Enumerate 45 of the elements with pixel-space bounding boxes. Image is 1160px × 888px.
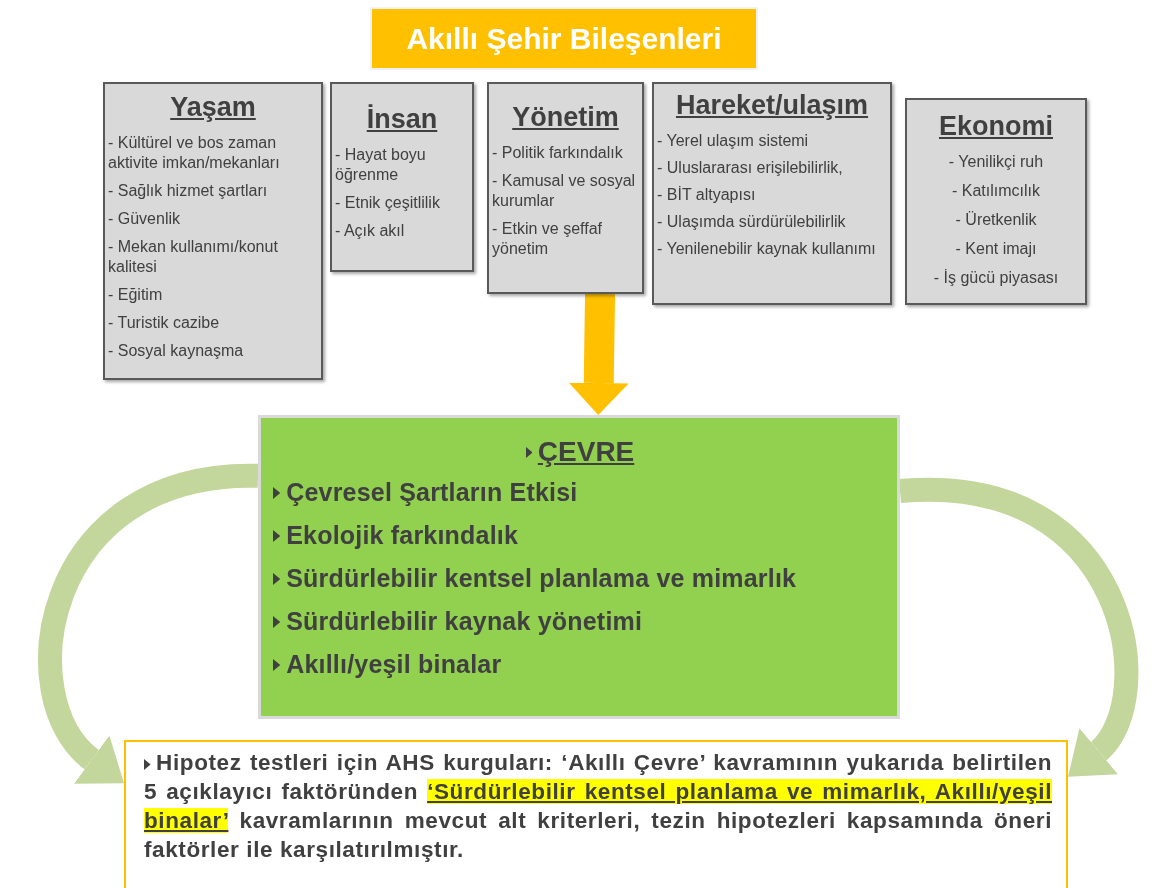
category-box [487,82,644,294]
list-item: - Etkin ve şeffaf yönetim [492,219,603,260]
list-item: - Politik farkındalık [492,143,624,164]
category-box [905,98,1087,305]
title: Akıllı Şehir Bileşenleri [406,21,722,56]
box-heading: Ekonomi [938,111,1054,143]
list-item: - Kent imajı [954,239,1038,260]
category-box [330,82,474,272]
list-item: - Turistik cazibe [108,313,221,334]
arrow [568,293,629,415]
title-box [370,7,758,70]
list-item: - Eğitim [108,285,164,306]
environment-box [258,415,900,719]
list-item: - Yerel ulaşım sistemi [657,131,810,152]
box-heading: İnsan [365,104,439,136]
list-item: - Üretkenlik [954,210,1038,231]
box-heading: Yaşam [169,92,257,124]
list-item: Çevresel Şartların Etkisi [286,478,578,507]
box-heading: Hareket/ulaşım [674,90,870,122]
list-item: Sürdürlebilir kentsel planlama ve mimarlık [286,564,797,593]
category-box [652,82,892,305]
list-item: - Yenilenebilir kaynak kullanımı [657,239,877,260]
list-item: - Kültürel ve bos zaman aktivite imkan/mekanları [108,133,281,174]
category-box [103,82,323,380]
list-item: - Kamusal ve sosyal kurumlar [492,171,637,212]
list-item: - Açık akıl [335,221,406,242]
note-text: Hipotez testleri için AHS kurguları: ‘Akıllı Çevre’ kavramının yukarıda belirtilen 5 açıklayıcı faktöründen ‘Sürdürlebilir kentsel planlama ve mimarlık, Akıllı/yeşil binalar’ kavramlarının mevcut alt kriterleri, tezin hipotezleri kapsamında öneri faktörler ile karşılatırılmıştır. [144,749,1052,864]
list-item: Akıllı/yeşil binalar [286,650,502,679]
list-item: - Hayat boyu öğrenme [335,145,427,186]
list-item: - Uluslararası erişilebilirlik, [657,158,844,179]
list-item: - Sosyal kaynaşma [108,341,245,362]
list-item: - Mekan kullanımı/konut kalitesi [108,237,279,278]
list-item: Ekolojik farkındalık [286,521,519,550]
list-item: - Etnik çeşitlilik [335,193,441,214]
box-heading: Yönetim [511,102,620,134]
list-item: - Güvenlik [108,209,182,230]
box-heading: ÇEVRE [537,436,635,468]
list-item: - Ulaşımda sürdürülebilirlik [657,212,847,233]
list-item: Sürdürlebilir kaynak yönetimi [286,607,643,636]
list-item: - Yenilikçi ruh [947,152,1045,173]
list-item: - İş gücü piyasası [932,268,1060,289]
list-item: - Katılımcılık [951,181,1041,202]
list-item: - BİT altyapısı [657,185,757,206]
list-item: - Sağlık hizmet şartları [108,181,269,202]
note-box [124,740,1068,888]
